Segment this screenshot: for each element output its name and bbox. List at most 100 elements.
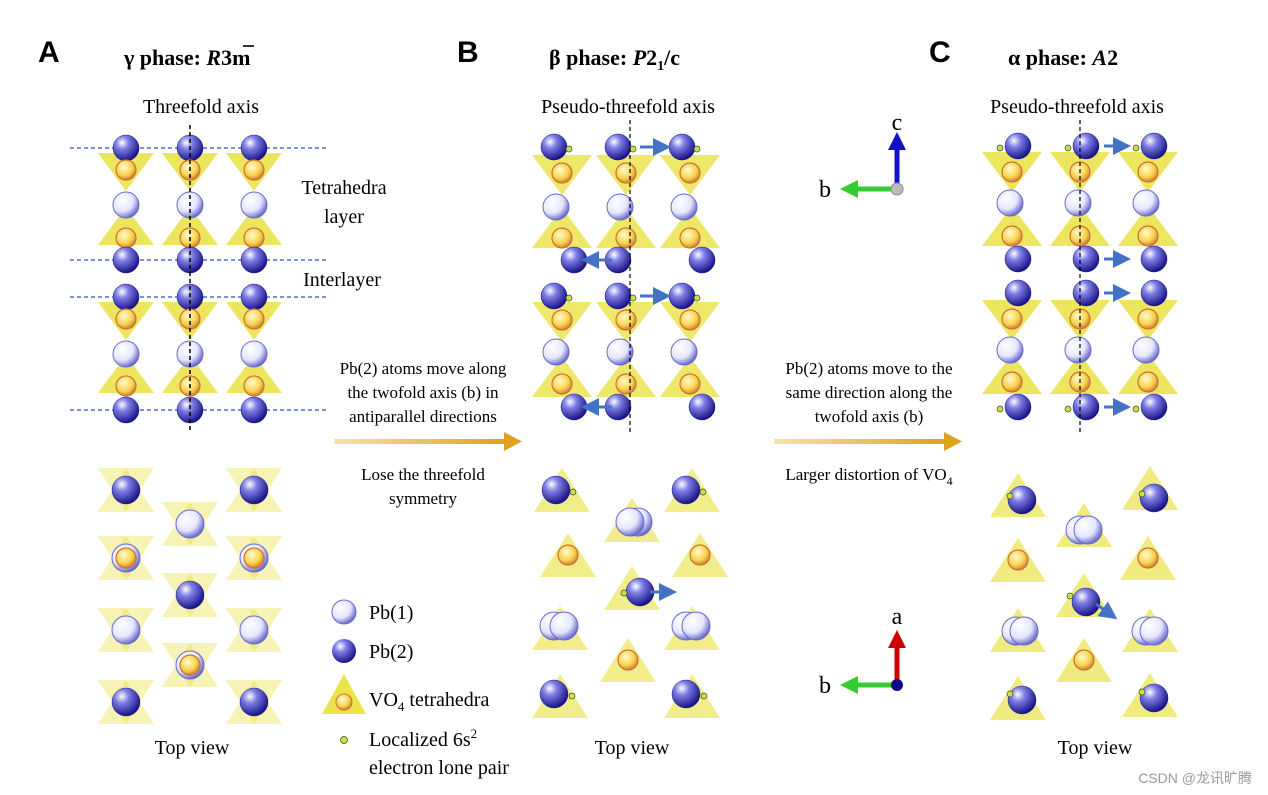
pb2-atom <box>1140 279 1168 307</box>
pb2-atom <box>688 246 716 274</box>
pb1-atom <box>239 615 269 645</box>
pb2-atom <box>604 133 632 161</box>
lone-pair <box>569 488 577 496</box>
vanadium-atom <box>1073 649 1095 671</box>
vanadium-atom <box>243 547 265 569</box>
pb2-atom <box>688 393 716 421</box>
vanadium-atom <box>615 373 637 395</box>
pb2-atom <box>239 475 269 505</box>
pb2-atom <box>239 687 269 717</box>
vanadium-atom <box>679 309 701 331</box>
vanadium-atom <box>1137 161 1159 183</box>
vanadium-atom <box>1001 371 1023 393</box>
pb1-atom <box>1132 189 1160 217</box>
svg-text:twofold axis (b): twofold axis (b) <box>815 407 924 426</box>
top-view-label-a: Top view <box>155 737 230 759</box>
vanadium-atom <box>179 308 201 330</box>
vanadium-atom <box>115 159 137 181</box>
pb1-atom <box>681 611 711 641</box>
pb2-atom <box>1140 245 1168 273</box>
pb2-atom <box>604 282 632 310</box>
pb1-atom <box>112 340 140 368</box>
tetra-layer-label: Tetrahedra <box>301 177 386 199</box>
pb2-atom <box>625 577 655 607</box>
pb2-atom <box>111 687 141 717</box>
lone-pair <box>1066 592 1074 600</box>
vanadium-atom <box>679 373 701 395</box>
pb1-atom <box>175 509 205 539</box>
lone-pair <box>996 405 1004 413</box>
watermark: CSDN @龙讯旷腾 <box>1138 770 1252 786</box>
bar-digit: 3 <box>221 45 232 70</box>
legend: Pb(1) Pb(2) VO4 tetrahedra Localized 6s2… <box>322 599 509 779</box>
legend-lone-pair-label-2: electron lone pair <box>369 757 509 779</box>
vanadium-atom <box>115 308 137 330</box>
move-arrow <box>1095 601 1118 620</box>
pb2-atom <box>539 679 569 709</box>
svg-text:same direction along the: same direction along the <box>786 383 953 402</box>
pb2-atom <box>112 134 140 162</box>
svg-text:Pb(2) atoms move along: Pb(2) atoms move along <box>340 359 507 378</box>
vanadium-atom <box>243 375 265 397</box>
axis-a-label: a <box>892 604 903 630</box>
pb1-atom <box>996 336 1024 364</box>
pb2-atom <box>175 580 205 610</box>
vanadium-atom <box>551 227 573 249</box>
vanadium-atom <box>1137 225 1159 247</box>
legend-pb2-label: Pb(2) <box>369 641 413 663</box>
vanadium-atom <box>615 309 637 331</box>
interlayer-label: Interlayer <box>303 269 381 291</box>
panel-b-top-view <box>532 468 728 718</box>
pb2-atom <box>1140 393 1168 421</box>
pb2-atom <box>671 475 701 505</box>
vanadium-atom <box>1001 161 1023 183</box>
pb2-atom <box>1072 393 1100 421</box>
axis-label-b: Pseudo-threefold axis <box>541 96 715 118</box>
pb1-atom <box>549 611 579 641</box>
vanadium-atom <box>243 227 265 249</box>
legend-pb2-swatch <box>332 639 356 663</box>
pb2-atom <box>1004 393 1032 421</box>
lone-pair <box>1138 490 1146 498</box>
pb1-atom <box>111 615 141 645</box>
axis-b-label-upper: b <box>819 177 831 203</box>
pb1-atom <box>1073 515 1103 545</box>
pb1-atom <box>1132 336 1160 364</box>
vanadium-atom <box>243 159 265 181</box>
pb2-atom <box>1140 132 1168 160</box>
pb2-atom <box>240 134 268 162</box>
transition-arrow-ab <box>334 439 506 444</box>
svg-text:γ phase: R3m: γ phase: R3m <box>123 45 250 70</box>
pb1-atom <box>615 507 645 537</box>
pb1-atom <box>606 338 634 366</box>
svg-text:Larger distortion of VO4: Larger distortion of VO4 <box>785 465 952 488</box>
pb2-atom <box>1004 245 1032 273</box>
vanadium-atom <box>689 544 711 566</box>
axis-label-a: Threefold axis <box>143 96 259 118</box>
pb2-atom <box>541 475 571 505</box>
pb1-atom <box>112 191 140 219</box>
legend-lone-pair-label: Localized 6s2 <box>369 726 477 751</box>
pb1-atom <box>1009 616 1039 646</box>
axis-c-label: c <box>892 110 903 136</box>
vanadium-atom <box>617 649 639 671</box>
axis-triad-top: a b <box>819 604 906 699</box>
lone-pair <box>1132 144 1140 152</box>
pb1-atom <box>1064 336 1092 364</box>
lone-pair <box>1064 144 1072 152</box>
pb2-atom <box>240 396 268 424</box>
panel-c-side-view <box>982 120 1178 432</box>
pb2-atom <box>240 246 268 274</box>
vanadium-atom <box>615 162 637 184</box>
pb2-atom <box>1072 279 1100 307</box>
vo4-tetrahedron <box>98 207 154 245</box>
pb2-atom <box>540 133 568 161</box>
pb1-atom <box>996 189 1024 217</box>
axis-b-label-lower: b <box>819 673 831 699</box>
svg-text:the twofold axis (b) in: the twofold axis (b) in <box>347 383 499 402</box>
vanadium-atom <box>551 309 573 331</box>
legend-lone-pair-swatch <box>340 736 348 744</box>
lone-pair <box>568 692 576 700</box>
top-view-label-b: Top view <box>595 737 670 759</box>
